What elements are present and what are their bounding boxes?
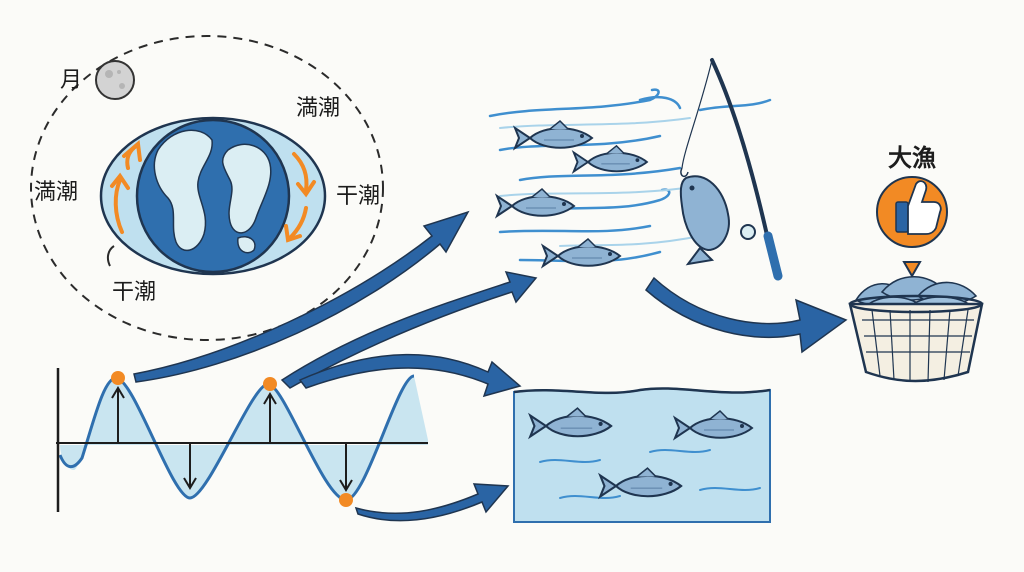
flow-arrows <box>133 210 848 522</box>
caught-fish <box>679 175 730 266</box>
high-tide-label-top: 満潮 <box>296 96 341 121</box>
high-tide-label-left: 満潮 <box>34 180 79 205</box>
current-swirls-light <box>499 117 701 247</box>
tide-wave-graph <box>56 368 428 512</box>
low-tide-marker <box>339 493 353 507</box>
low-tide-label-right: 干潮 <box>336 184 381 209</box>
tide-flow-arrows <box>110 140 316 243</box>
low-tide-label-bottom: 干潮 <box>112 280 157 305</box>
high-tide-marker <box>111 371 125 385</box>
ocean-pool <box>513 387 771 523</box>
big-catch-label: 大漁 <box>888 144 936 172</box>
fish <box>542 238 621 267</box>
current-swirls <box>488 88 772 263</box>
thumbs-up-icon <box>876 176 948 279</box>
low-tide-pointer <box>106 245 115 267</box>
earth-globe-icon <box>135 118 291 274</box>
fish-basket-icon <box>848 276 984 383</box>
moon-icon <box>95 60 135 100</box>
high-tide-marker <box>263 377 277 391</box>
fish <box>572 144 648 173</box>
moon-orbit <box>30 35 384 341</box>
fishing-rod-icon <box>680 58 783 281</box>
wave-fill <box>60 376 428 500</box>
moon-label: 月 <box>60 68 83 93</box>
